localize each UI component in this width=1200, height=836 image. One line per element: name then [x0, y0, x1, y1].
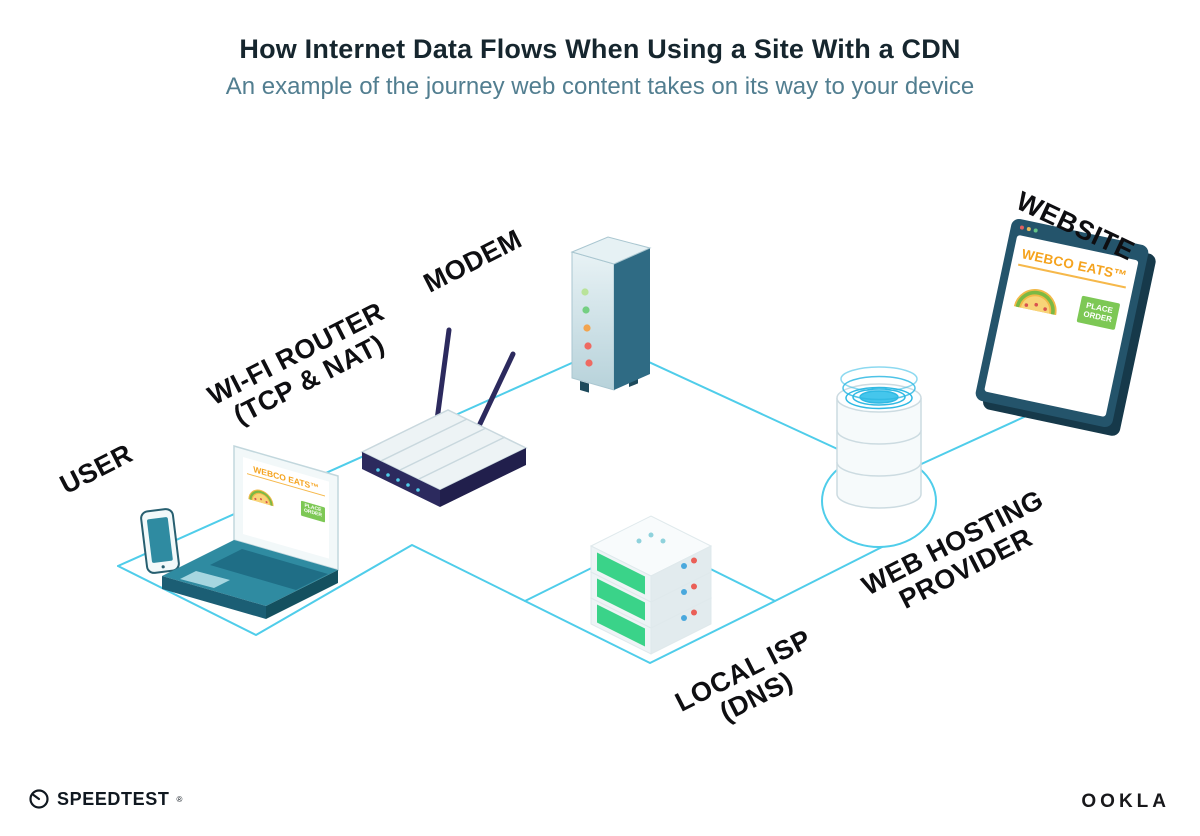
- speedtest-logo: SPEEDTEST ®: [28, 788, 182, 810]
- phone-illustration: [140, 508, 180, 574]
- server-stack-illustration: [589, 515, 713, 655]
- window-control-dot: [1019, 225, 1025, 230]
- speedtest-wordmark: SPEEDTEST: [57, 788, 170, 809]
- taco-image: [248, 489, 274, 507]
- laptop-touchpad: [180, 571, 230, 588]
- browser-page: WEBCO EATS™ PLACE ORDER: [984, 234, 1139, 418]
- database-illustration: [836, 366, 922, 509]
- line-user-to-isp: [117, 544, 526, 636]
- modem-top: [570, 236, 652, 265]
- router-illustration: [360, 327, 528, 507]
- modem-side: [614, 248, 650, 390]
- modem-led-lights: [581, 288, 593, 367]
- taco-image: [1013, 289, 1057, 316]
- place-order-button: PLACE ORDER: [300, 500, 325, 523]
- modem-foot: [580, 381, 589, 393]
- laptop-right-edge: [266, 570, 338, 619]
- window-control-dot: [1026, 226, 1032, 232]
- ookla-logo: OOKLA: [1081, 791, 1170, 812]
- line-hosting-to-website: [916, 411, 1036, 467]
- router-front-right: [440, 448, 526, 507]
- router-antenna: [476, 351, 516, 429]
- speedtest-trademark: ®: [176, 794, 183, 804]
- window-control-dot: [1033, 228, 1039, 233]
- speedtest-gauge-icon: [29, 789, 49, 809]
- server-unit: [589, 515, 713, 603]
- line-isp-to-hosting: [774, 544, 887, 602]
- server-top-dots: [636, 532, 666, 544]
- header: How Internet Data Flows When Using a Sit…: [0, 34, 1200, 101]
- website-browser-window: WEBCO EATS™ PLACE ORDER: [974, 217, 1150, 429]
- place-order-button: PLACE ORDER: [1076, 295, 1121, 331]
- modem-illustration: [570, 236, 652, 393]
- router-top-ridges: [380, 418, 506, 480]
- db-water-rings: [840, 366, 918, 410]
- router-antenna: [434, 327, 452, 423]
- page-subtitle: An example of the journey web content ta…: [225, 73, 975, 100]
- laptop-front-edge: [162, 576, 266, 619]
- modem-front: [571, 251, 615, 391]
- page-title: How Internet Data Flows When Using a Sit…: [239, 34, 961, 64]
- router-front-left: [362, 452, 440, 507]
- router-status-lights: [376, 468, 420, 492]
- laptop-screen-content: WEBCO EATS™ PLACE ORDER: [243, 457, 329, 559]
- laptop-keyboard: [210, 549, 328, 590]
